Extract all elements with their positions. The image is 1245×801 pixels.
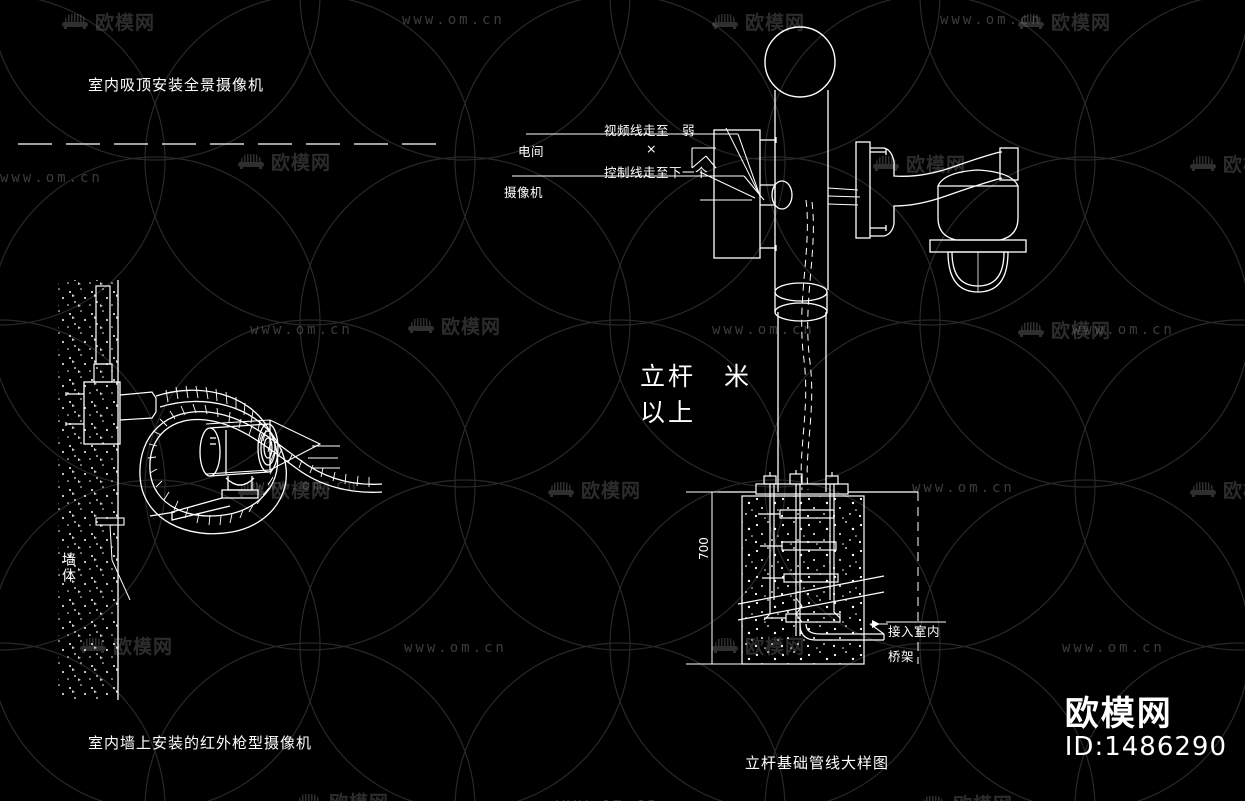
annotation-camera-word: 摄像机 (504, 185, 544, 200)
annotation-pole-height-2: 以上 (640, 398, 697, 427)
diagram-title-pole: 立杆基础管线大样图 (745, 754, 890, 772)
diagram-title-wall: 室内墙上安装的红外枪型摄像机 (88, 734, 313, 752)
flexible-conduit (139, 385, 383, 535)
diagram-title-ceiling: 室内吸顶安装全景摄像机 (88, 76, 265, 94)
annotation-tray-2: 桥架 (888, 649, 915, 664)
dimension-700 (686, 491, 742, 665)
annotation-wall-body: 墙体 (60, 552, 76, 584)
annotation-tray-1: 接入室内 (888, 624, 941, 639)
brand-id: ID:1486290 (1064, 732, 1227, 763)
annotation-pole-height-1: 立杆 米 (640, 362, 753, 391)
annotation-video-line: 视频线走至 弱 (604, 123, 696, 138)
annotation-weak-room: 电间 (518, 144, 545, 159)
pole-camera-detail (512, 26, 1027, 665)
annotation-cross-mark: × (646, 141, 657, 156)
ptz-bracket (855, 141, 1019, 239)
annotation-control-line: 控制线走至下一个 (604, 165, 709, 180)
exit-conduit (799, 623, 885, 641)
view-direction-lines (308, 445, 340, 469)
pole-base-plate (755, 470, 849, 495)
brand-block: 欧模网 ID:1486290 (1064, 693, 1227, 763)
ptz-dome-camera (929, 169, 1027, 293)
brand-name: 欧模网 (1064, 693, 1173, 734)
dimension-foundation-depth: 700 (697, 537, 711, 560)
pole-junction-box (699, 127, 793, 259)
bullet-camera-body (149, 419, 322, 521)
wall-mount-camera-detail (58, 280, 383, 700)
